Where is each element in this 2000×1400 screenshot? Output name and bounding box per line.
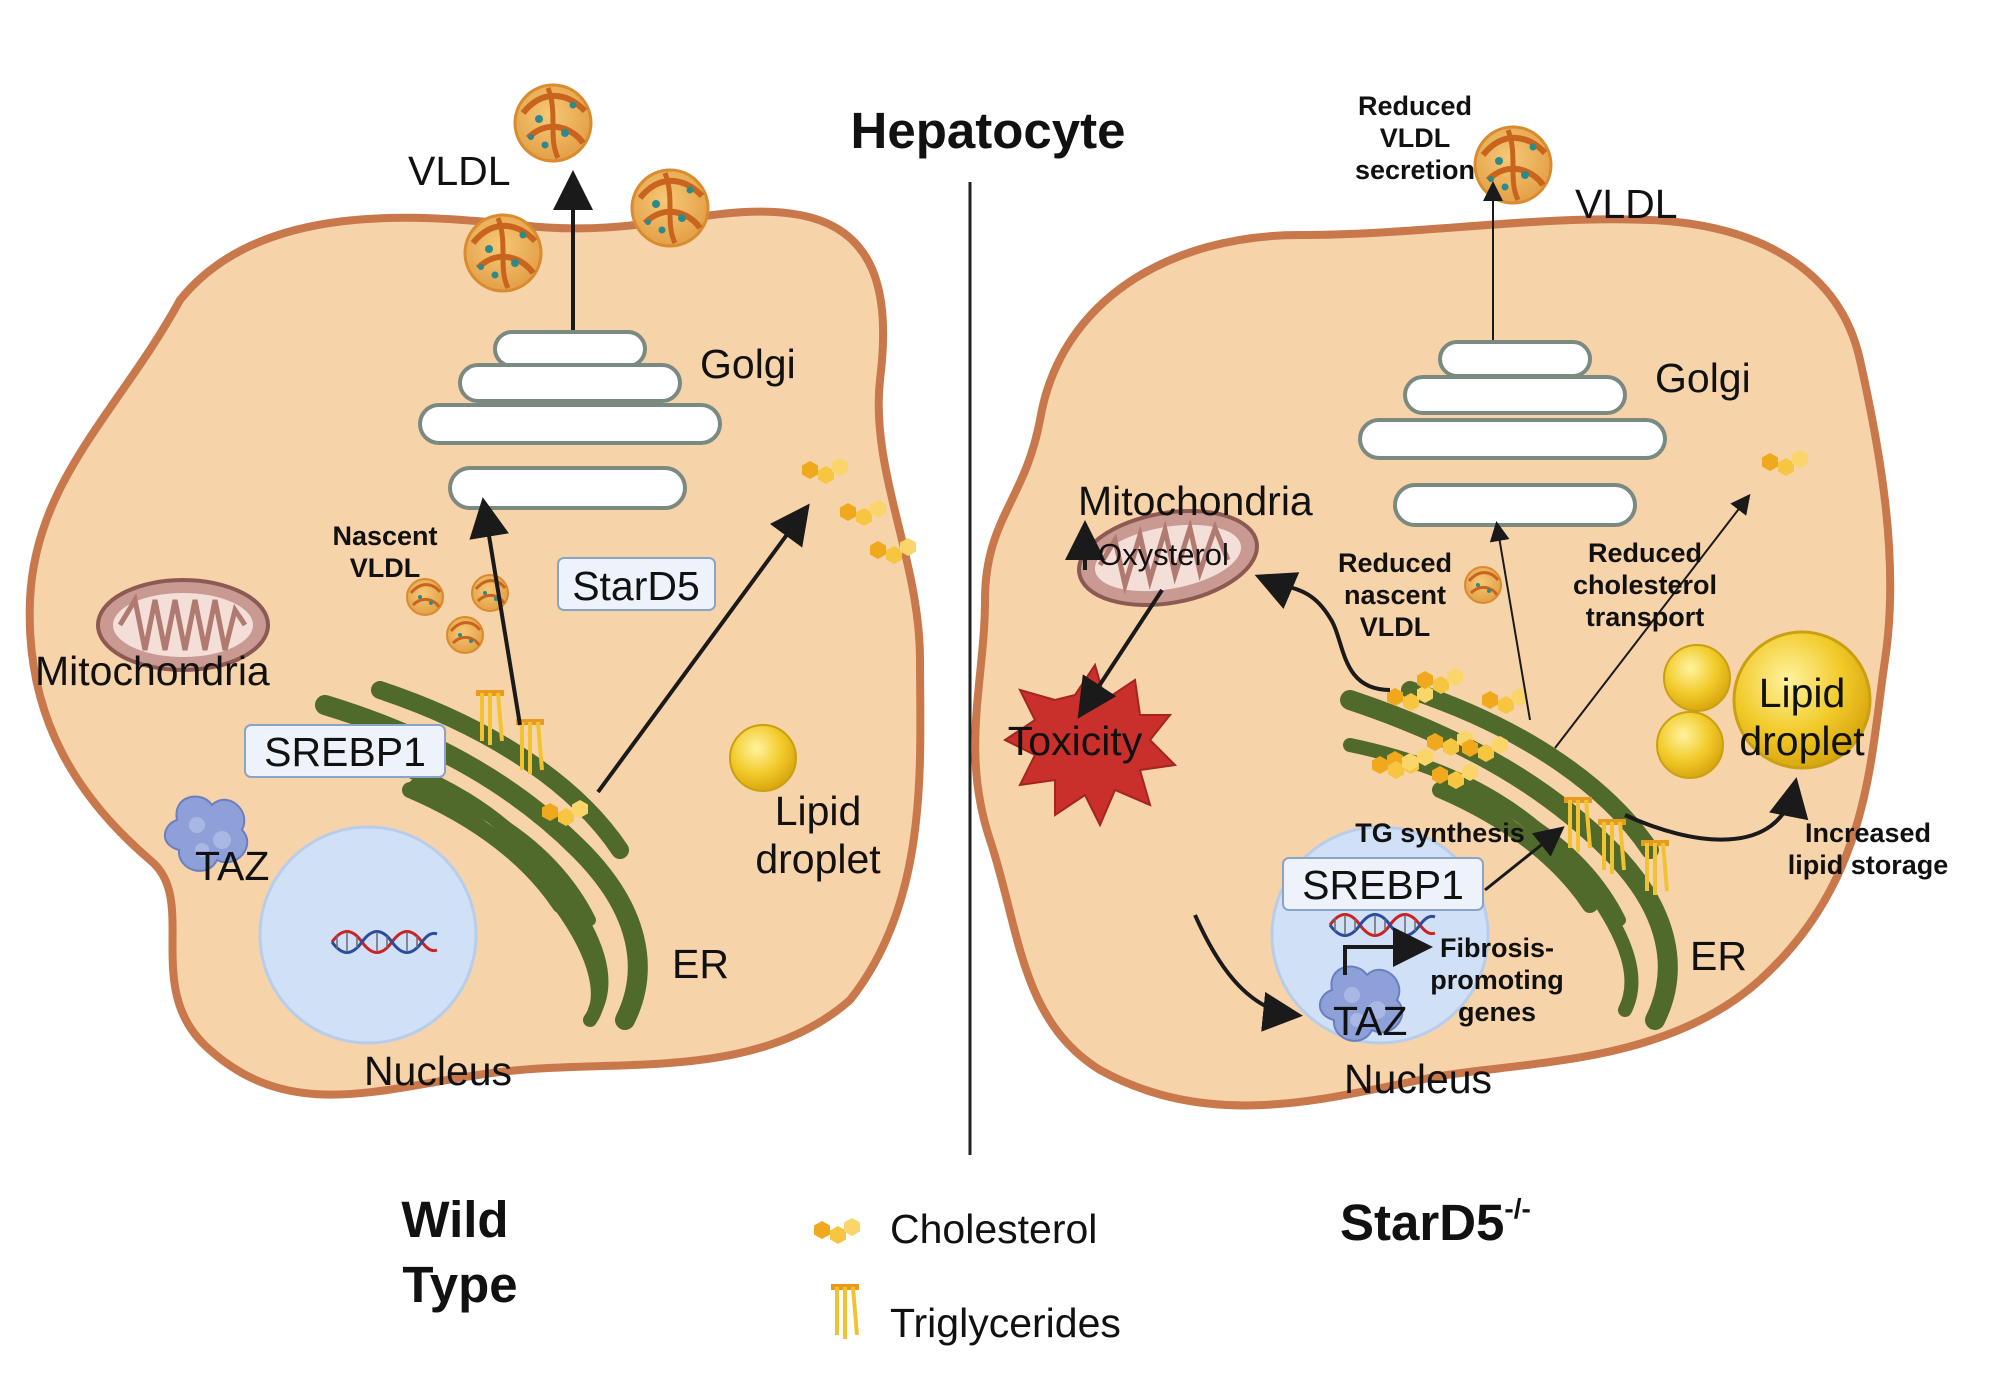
ko-arrow-er-to-mitochondria: [1254, 572, 1391, 692]
ko-nucleus-label: Nucleus: [1344, 1056, 1492, 1102]
wt-taz-label: TAZ: [195, 843, 269, 889]
ko-taz-label: TAZ: [1333, 998, 1407, 1044]
page-title: Hepatocyte: [851, 102, 1126, 159]
ko-arrow-lipid-storage: [1624, 777, 1809, 842]
ko-mitochondria-label: Mitochondria: [1078, 478, 1313, 524]
wt-lipid-droplet-label-1: Lipid: [775, 788, 862, 834]
ko-srebp1-box: [1282, 857, 1484, 911]
wt-lipid-droplet-icon: [729, 724, 797, 792]
ko-reduced-transport-label-1: Reduced: [1588, 538, 1702, 568]
ko-fibrosis-label-3: genes: [1458, 997, 1536, 1027]
ko-tg-synthesis-label: TG synthesis: [1355, 818, 1525, 848]
ko-increased-storage-label-1: Increased: [1805, 818, 1931, 848]
wt-stard5-box: [557, 557, 716, 611]
wt-stard5-label: StarD5: [572, 563, 700, 609]
ko-reduced-transport-label-3: transport: [1586, 602, 1705, 632]
ko-lipid-droplet-large: [1732, 630, 1872, 770]
ko-oxysterol-label: Oxysterol: [1098, 537, 1229, 572]
legend-cholesterol-icon: [814, 1218, 860, 1244]
ko-triglyceride-3: [1639, 838, 1671, 897]
wt-nascent-vldl-3: [445, 615, 485, 655]
wt-nucleus-label: Nucleus: [364, 1048, 512, 1094]
ko-reduced-nascent-label-2: nascent: [1344, 580, 1446, 610]
wt-srebp1-label: SREBP1: [264, 729, 426, 775]
wt-vldl-particle-3: [465, 215, 541, 291]
wt-triglyceride-1: [474, 688, 506, 747]
wt-vldl-particle-1: [515, 85, 591, 161]
ko-lipid-droplet-label-1: Lipid: [1759, 670, 1846, 716]
ko-arrow-cholesterol-transport: [1554, 493, 1751, 749]
ko-srebp1-label: SREBP1: [1302, 862, 1464, 908]
knockout-heading: StarD5-/-: [1340, 1193, 1531, 1251]
wt-vldl-label: VLDL: [408, 148, 511, 194]
wild-type-cell: VLDL Golgi Nascent VLDL StarD5 Mitochond…: [25, 85, 925, 1099]
ko-arrow-to-taz: [1193, 914, 1303, 1032]
ko-reduced-nascent-label-3: VLDL: [1360, 612, 1431, 642]
ko-arrow-mito-to-toxicity: [1077, 588, 1164, 719]
legend-cholesterol-label: Cholesterol: [890, 1206, 1097, 1252]
ko-lipid-droplet-small-1: [1663, 644, 1731, 712]
ko-fibrosis-label-2: promoting: [1430, 965, 1563, 995]
wt-mitochondria-icon: [96, 578, 270, 672]
ko-golgi-label: Golgi: [1655, 355, 1751, 401]
ko-fibrosis-label-1: Fibrosis-: [1440, 933, 1554, 963]
ko-vldl-label: VLDL: [1575, 181, 1678, 227]
wt-nascent-vldl-2: [470, 573, 510, 613]
ko-toxicity-burst: [1003, 662, 1178, 828]
ko-mitochondria-icon: [1077, 509, 1259, 607]
ko-reduced-vldl-secretion-label-1: Reduced: [1358, 91, 1472, 121]
legend: Cholesterol Triglycerides: [814, 1206, 1121, 1346]
ko-er-label: ER: [1690, 933, 1747, 979]
ko-reduced-vldl-secretion-label-2: VLDL: [1380, 123, 1451, 153]
wild-type-heading-1: Wild: [401, 1191, 508, 1248]
ko-vldl-particle: [1475, 127, 1551, 203]
ko-reduced-nascent-label-1: Reduced: [1338, 548, 1452, 578]
wt-er-label: ER: [672, 941, 729, 987]
ko-lipid-droplet-label-2: droplet: [1739, 718, 1865, 764]
ko-arrow-tg-synthesis: [1484, 826, 1565, 892]
wt-nascent-vldl-label-1: Nascent: [332, 521, 437, 551]
ko-nascent-vldl: [1463, 565, 1503, 605]
wt-golgi-label: Golgi: [700, 341, 796, 387]
ko-toxicity-label: Toxicity: [1008, 718, 1143, 764]
ko-increased-storage-label-2: lipid storage: [1788, 850, 1949, 880]
wt-nascent-vldl-1: [405, 577, 445, 617]
legend-triglycerides-icon: [829, 1282, 861, 1341]
wt-mitochondria-label: Mitochondria: [35, 648, 270, 694]
ko-triglyceride-2: [1596, 817, 1628, 876]
ko-arrow-er-to-golgi: [1489, 521, 1531, 721]
wt-nascent-vldl-label-2: VLDL: [350, 553, 421, 583]
wt-vldl-particle-2: [632, 170, 708, 246]
knockout-cell: Reduced VLDL secretion VLDL Golgi Mitoch…: [971, 91, 1949, 1110]
wt-arrow-er-to-golgi: [469, 497, 522, 726]
ko-reduced-transport-label-2: cholesterol: [1573, 570, 1717, 600]
wild-type-heading-2: Type: [402, 1256, 517, 1313]
wt-srebp1-box: [244, 724, 446, 778]
ko-reduced-vldl-secretion-label-3: secretion: [1355, 155, 1475, 185]
wt-arrow-stard5-transport: [596, 503, 810, 794]
ko-golgi: [1358, 340, 1667, 527]
legend-triglycerides-label: Triglycerides: [890, 1300, 1121, 1346]
wt-triglyceride-2: [514, 717, 546, 776]
ko-arrow-fibrosis-genes: [1343, 927, 1433, 975]
ko-triglyceride-1: [1562, 795, 1594, 854]
wt-lipid-droplet-label-2: droplet: [755, 836, 881, 882]
ko-lipid-droplet-small-2: [1656, 711, 1724, 779]
